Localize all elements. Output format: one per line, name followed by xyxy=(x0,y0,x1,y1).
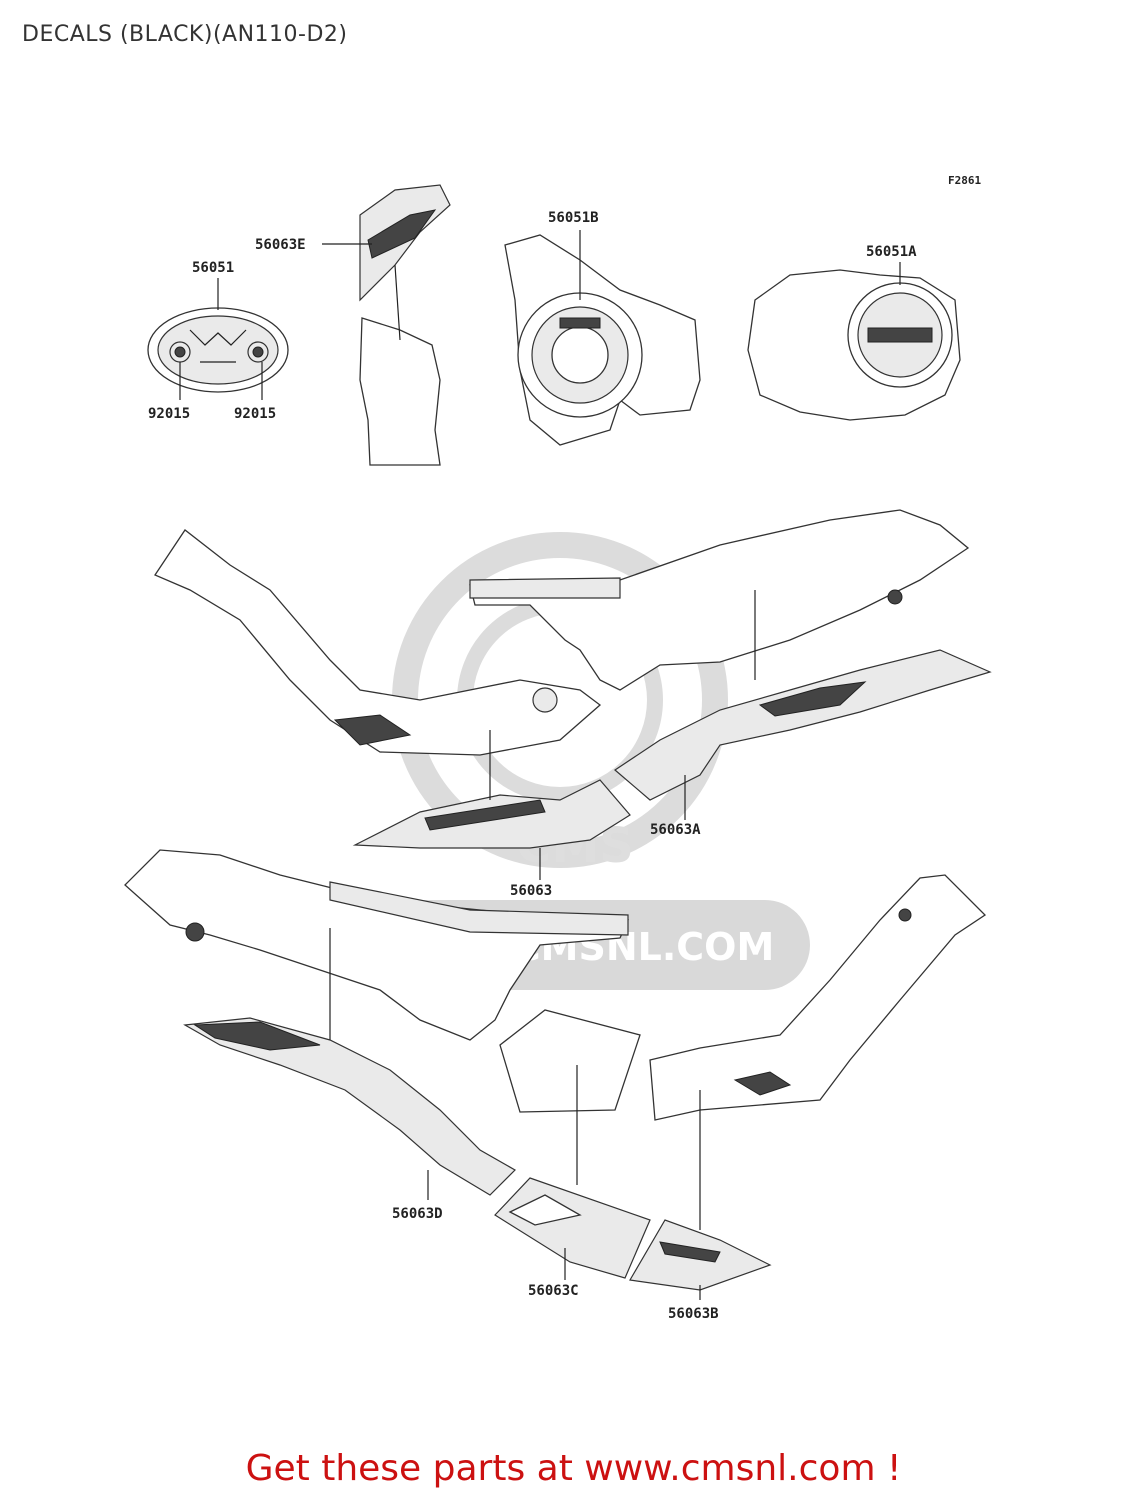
front-panel-56063E xyxy=(322,184,451,466)
decal-56063 xyxy=(352,730,631,880)
label-56051A: 56051A xyxy=(866,244,917,260)
label-56063C: 56063C xyxy=(528,1283,579,1299)
footer-promo: Get these parts at www.cmsnl.com ! xyxy=(245,1448,902,1489)
label-92015-right: 92015 xyxy=(234,406,276,422)
decal-56063B xyxy=(629,1219,772,1300)
parts-diagram: CMS WWW.CMSNL.COM F2861 56051 92015 9201… xyxy=(124,174,992,1322)
decal-56063A xyxy=(614,649,992,820)
label-56051: 56051 xyxy=(192,260,234,276)
figure-code: F2861 xyxy=(948,174,981,187)
side-cover-upper-right xyxy=(469,509,970,691)
label-56063D: 56063D xyxy=(392,1206,443,1222)
emblem-56051 xyxy=(147,278,289,400)
decal-56063D xyxy=(183,1017,516,1200)
decal-56063C xyxy=(494,1177,651,1280)
center-panel xyxy=(499,1009,641,1185)
label-56063E: 56063E xyxy=(255,237,306,253)
engine-cover-56051A xyxy=(747,262,961,421)
page-title: DECALS (BLACK)(AN110-D2) xyxy=(22,22,348,47)
frame-cover-lower-right xyxy=(649,874,987,1230)
engine-cover-56051B xyxy=(504,230,701,446)
side-cover-lower-left xyxy=(124,849,629,1041)
label-56063B: 56063B xyxy=(668,1306,719,1322)
label-56063A: 56063A xyxy=(650,822,701,838)
label-92015-left: 92015 xyxy=(148,406,190,422)
label-56063: 56063 xyxy=(510,883,552,899)
label-56051B: 56051B xyxy=(548,210,599,226)
frame-cover-upper-left xyxy=(154,529,602,756)
